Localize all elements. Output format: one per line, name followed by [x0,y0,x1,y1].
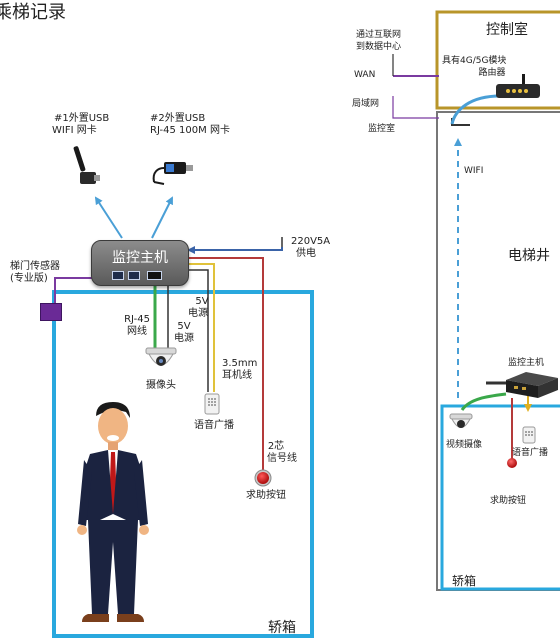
rj45-label-line1: RJ-45 [124,314,150,325]
usb-wifi-label-line2: WIFI 网卡 [52,125,97,136]
right-speaker-label: 语音广播 [512,448,549,458]
earphone-label-line2: 耳机线 [222,370,252,381]
power-line [187,246,283,254]
arrow-to-usb-rj45 [151,196,173,239]
power5v-b-label-line1: 5V [195,296,209,307]
help-button-icon [254,469,272,487]
right-dome-camera-icon [449,413,473,428]
usb-wifi-antenna-icon [73,146,100,184]
internet-label-line2: 到数据中心 [356,42,402,52]
right-help-button-icon [507,458,517,468]
car-frame-right [440,404,560,591]
host-box-icon [506,372,558,398]
signal-label-line1: 2芯 [267,441,285,452]
monitor-room-label: 监控室 [368,124,396,134]
door-sensor-icon [40,303,62,321]
usb-port-1-icon [112,271,124,280]
diagram-title: 乘梯记录 [0,2,66,23]
dome-camera-icon [145,347,177,366]
camera-label: 摄像头 [146,380,176,391]
earphone-line [187,263,215,392]
router-cable [450,94,501,125]
host-label: 监控主机 [112,250,168,266]
power5v-a-label-line2: 电源 [174,333,194,344]
wifi-label: WIFI [464,166,484,176]
earphone-label-line1: 3.5mm [222,358,258,369]
usb-rj45-label-line1: #2外置USB [150,113,206,124]
usb-ethernet-adapter-icon [152,162,193,185]
power5v-a-label-line1: 5V [177,321,191,332]
control-room-label: 控制室 [486,22,528,38]
businessman-figure-icon [77,402,149,622]
internet-label-line1: 通过互联网 [356,30,402,40]
right-camera-line [460,392,507,411]
power5v-b-label-line2: 电源 [188,308,208,319]
lan-label: 局域网 [352,99,380,109]
right-speaker-icon [522,426,536,444]
sensor-line [54,277,95,305]
right-help-button-label: 求助按钮 [490,496,527,506]
control-room-frame [435,10,560,110]
car-label-left: 轿箱 [268,620,296,636]
power-5v-line-b [187,269,209,392]
speaker-label: 语音广播 [194,420,234,431]
right-camera-label: 视频摄像 [446,440,483,450]
wan-label: WAN [354,70,376,80]
router-label-line2: 路由器 [478,68,506,78]
help-button-label: 求助按钮 [246,490,286,501]
signal-label-line2: 信号线 [267,453,297,464]
shaft-frame [436,111,560,591]
monitoring-host-box: 监控主机 [91,240,189,286]
arrow-to-usb-wifi [94,196,123,239]
ethernet-port-icon [147,271,162,280]
usb-rj45-label-line2: RJ-45 100M 网卡 [150,125,230,136]
rj45-label-line2: 网线 [127,326,147,337]
power-label-line1: 220V5A [291,236,331,247]
usb-port-2-icon [128,271,140,280]
door-sensor-label-line2: (专业版) [10,273,48,284]
car-label-right: 轿箱 [452,574,477,588]
shaft-label: 电梯井 [508,248,550,264]
car-frame-left [52,290,314,638]
router-icon [496,74,540,98]
speaker-icon [204,393,220,415]
door-sensor-label-line1: 梯门传感器 [10,261,60,272]
right-host-label: 监控主机 [508,358,545,368]
power-label-line2: 供电 [296,248,316,259]
usb-wifi-label-line1: #1外置USB [54,113,110,124]
router-label-line1: 具有4G/5G模块 [442,56,507,66]
lan-line [392,96,439,119]
signal-line [187,257,264,472]
